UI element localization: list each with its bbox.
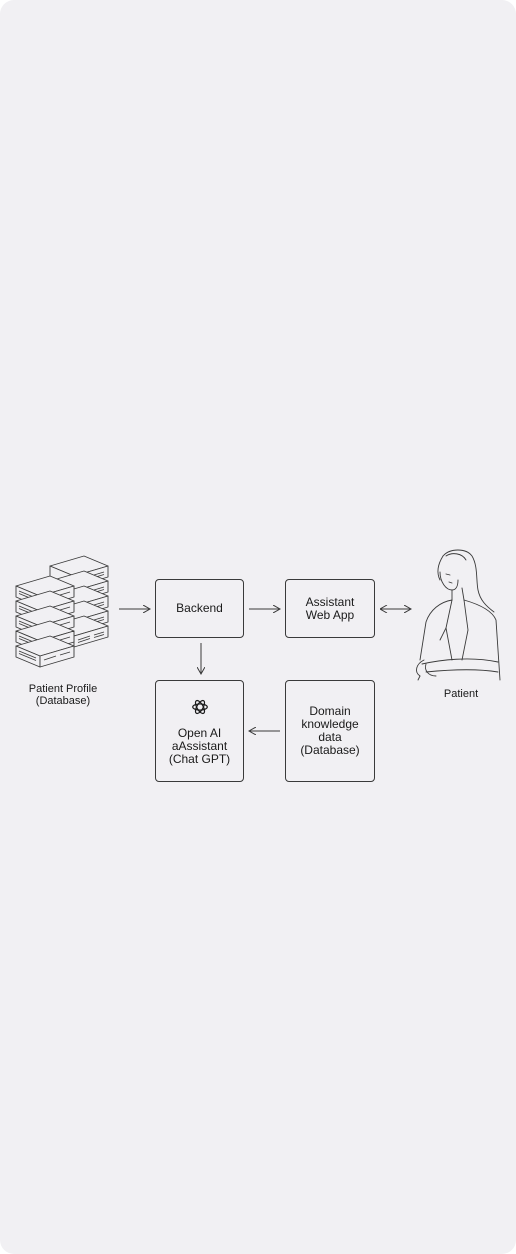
assistant-web-app-node: Assistant Web App [285,579,375,638]
patient-label: Patient [443,688,479,700]
openai-line-2: aAssistant [171,738,228,753]
woman-figure-icon [416,549,501,681]
backend-label: Backend [176,601,223,615]
domain-line-2: knowledge [301,717,359,731]
patient-profile-line-2: (Database) [35,695,91,707]
web-app-line-1: Assistant [305,594,355,609]
domain-knowledge-node: Domain knowledge data (Database) [285,680,375,782]
backend-node: Backend [155,579,244,638]
openai-assistant-node: Open AI aAssistant (Chat GPT) [155,680,244,782]
server-stack-icon [15,555,109,668]
openai-logo-icon [191,699,208,714]
patient-profile-label: Patient Profile (Database) [10,683,116,707]
domain-line-4: (Database) [300,743,360,757]
domain-line-1: Domain [309,704,351,718]
openai-line-3: (Chat GPT) [168,751,231,766]
web-app-line-2: Web App [305,607,355,622]
domain-line-3: data [318,730,342,744]
patient-profile-line-1: Patient Profile [28,683,98,695]
openai-line-1: Open AI [177,725,222,740]
